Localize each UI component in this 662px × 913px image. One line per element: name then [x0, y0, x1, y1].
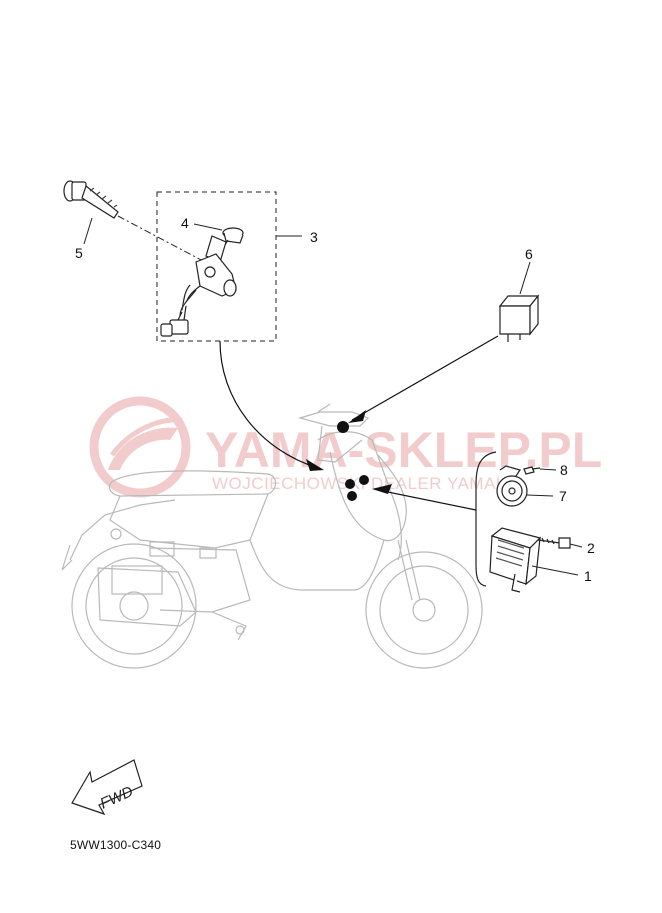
- scooter-outline: [61, 403, 483, 669]
- callout-1: 1: [584, 568, 592, 584]
- screw-alignment-line: [117, 215, 206, 263]
- relay-location-dot: [337, 421, 349, 433]
- callouts: 3 4 5 6 8 7 2 1: [75, 215, 595, 584]
- bolt-part-2: [537, 537, 571, 549]
- callout-4: 4: [181, 215, 189, 231]
- watermark: YAMA-SKLEP.PL WOJCIECHOWSKI DEALER YAMAH…: [89, 396, 602, 498]
- diagram-code: 5WW1300-C340: [70, 838, 162, 852]
- relay-location-line: [351, 335, 499, 421]
- ignition-kit-group-box: [156, 191, 277, 342]
- arrow-head-icon: [372, 484, 392, 494]
- horn-location-line: [377, 489, 477, 511]
- parts-group-bracket: [475, 451, 497, 587]
- callout-7: 7: [559, 488, 567, 504]
- callout-6: 6: [525, 246, 533, 262]
- callout-3: 3: [310, 229, 318, 245]
- fwd-arrow-icon: FWD: [71, 759, 143, 816]
- main-switch-location-arrow: [219, 340, 319, 469]
- arrow-head-icon: [306, 459, 324, 471]
- arrow-head-icon: [348, 410, 366, 423]
- bolt-part-8: [523, 466, 541, 475]
- location-dot: [347, 491, 357, 501]
- relay-part-6: [498, 294, 540, 342]
- main-switch-part-3: [160, 235, 237, 337]
- horn-part-7: [496, 465, 528, 507]
- callout-5: 5: [75, 245, 83, 261]
- location-dot: [345, 479, 355, 489]
- callout-8: 8: [560, 462, 568, 478]
- location-dot: [359, 475, 369, 485]
- key-part-4: [221, 227, 244, 251]
- callout-2: 2: [587, 540, 595, 556]
- rectifier-part-1: [489, 527, 542, 593]
- screw-part-5: [63, 180, 119, 219]
- watermark-logo-icon: [89, 396, 191, 498]
